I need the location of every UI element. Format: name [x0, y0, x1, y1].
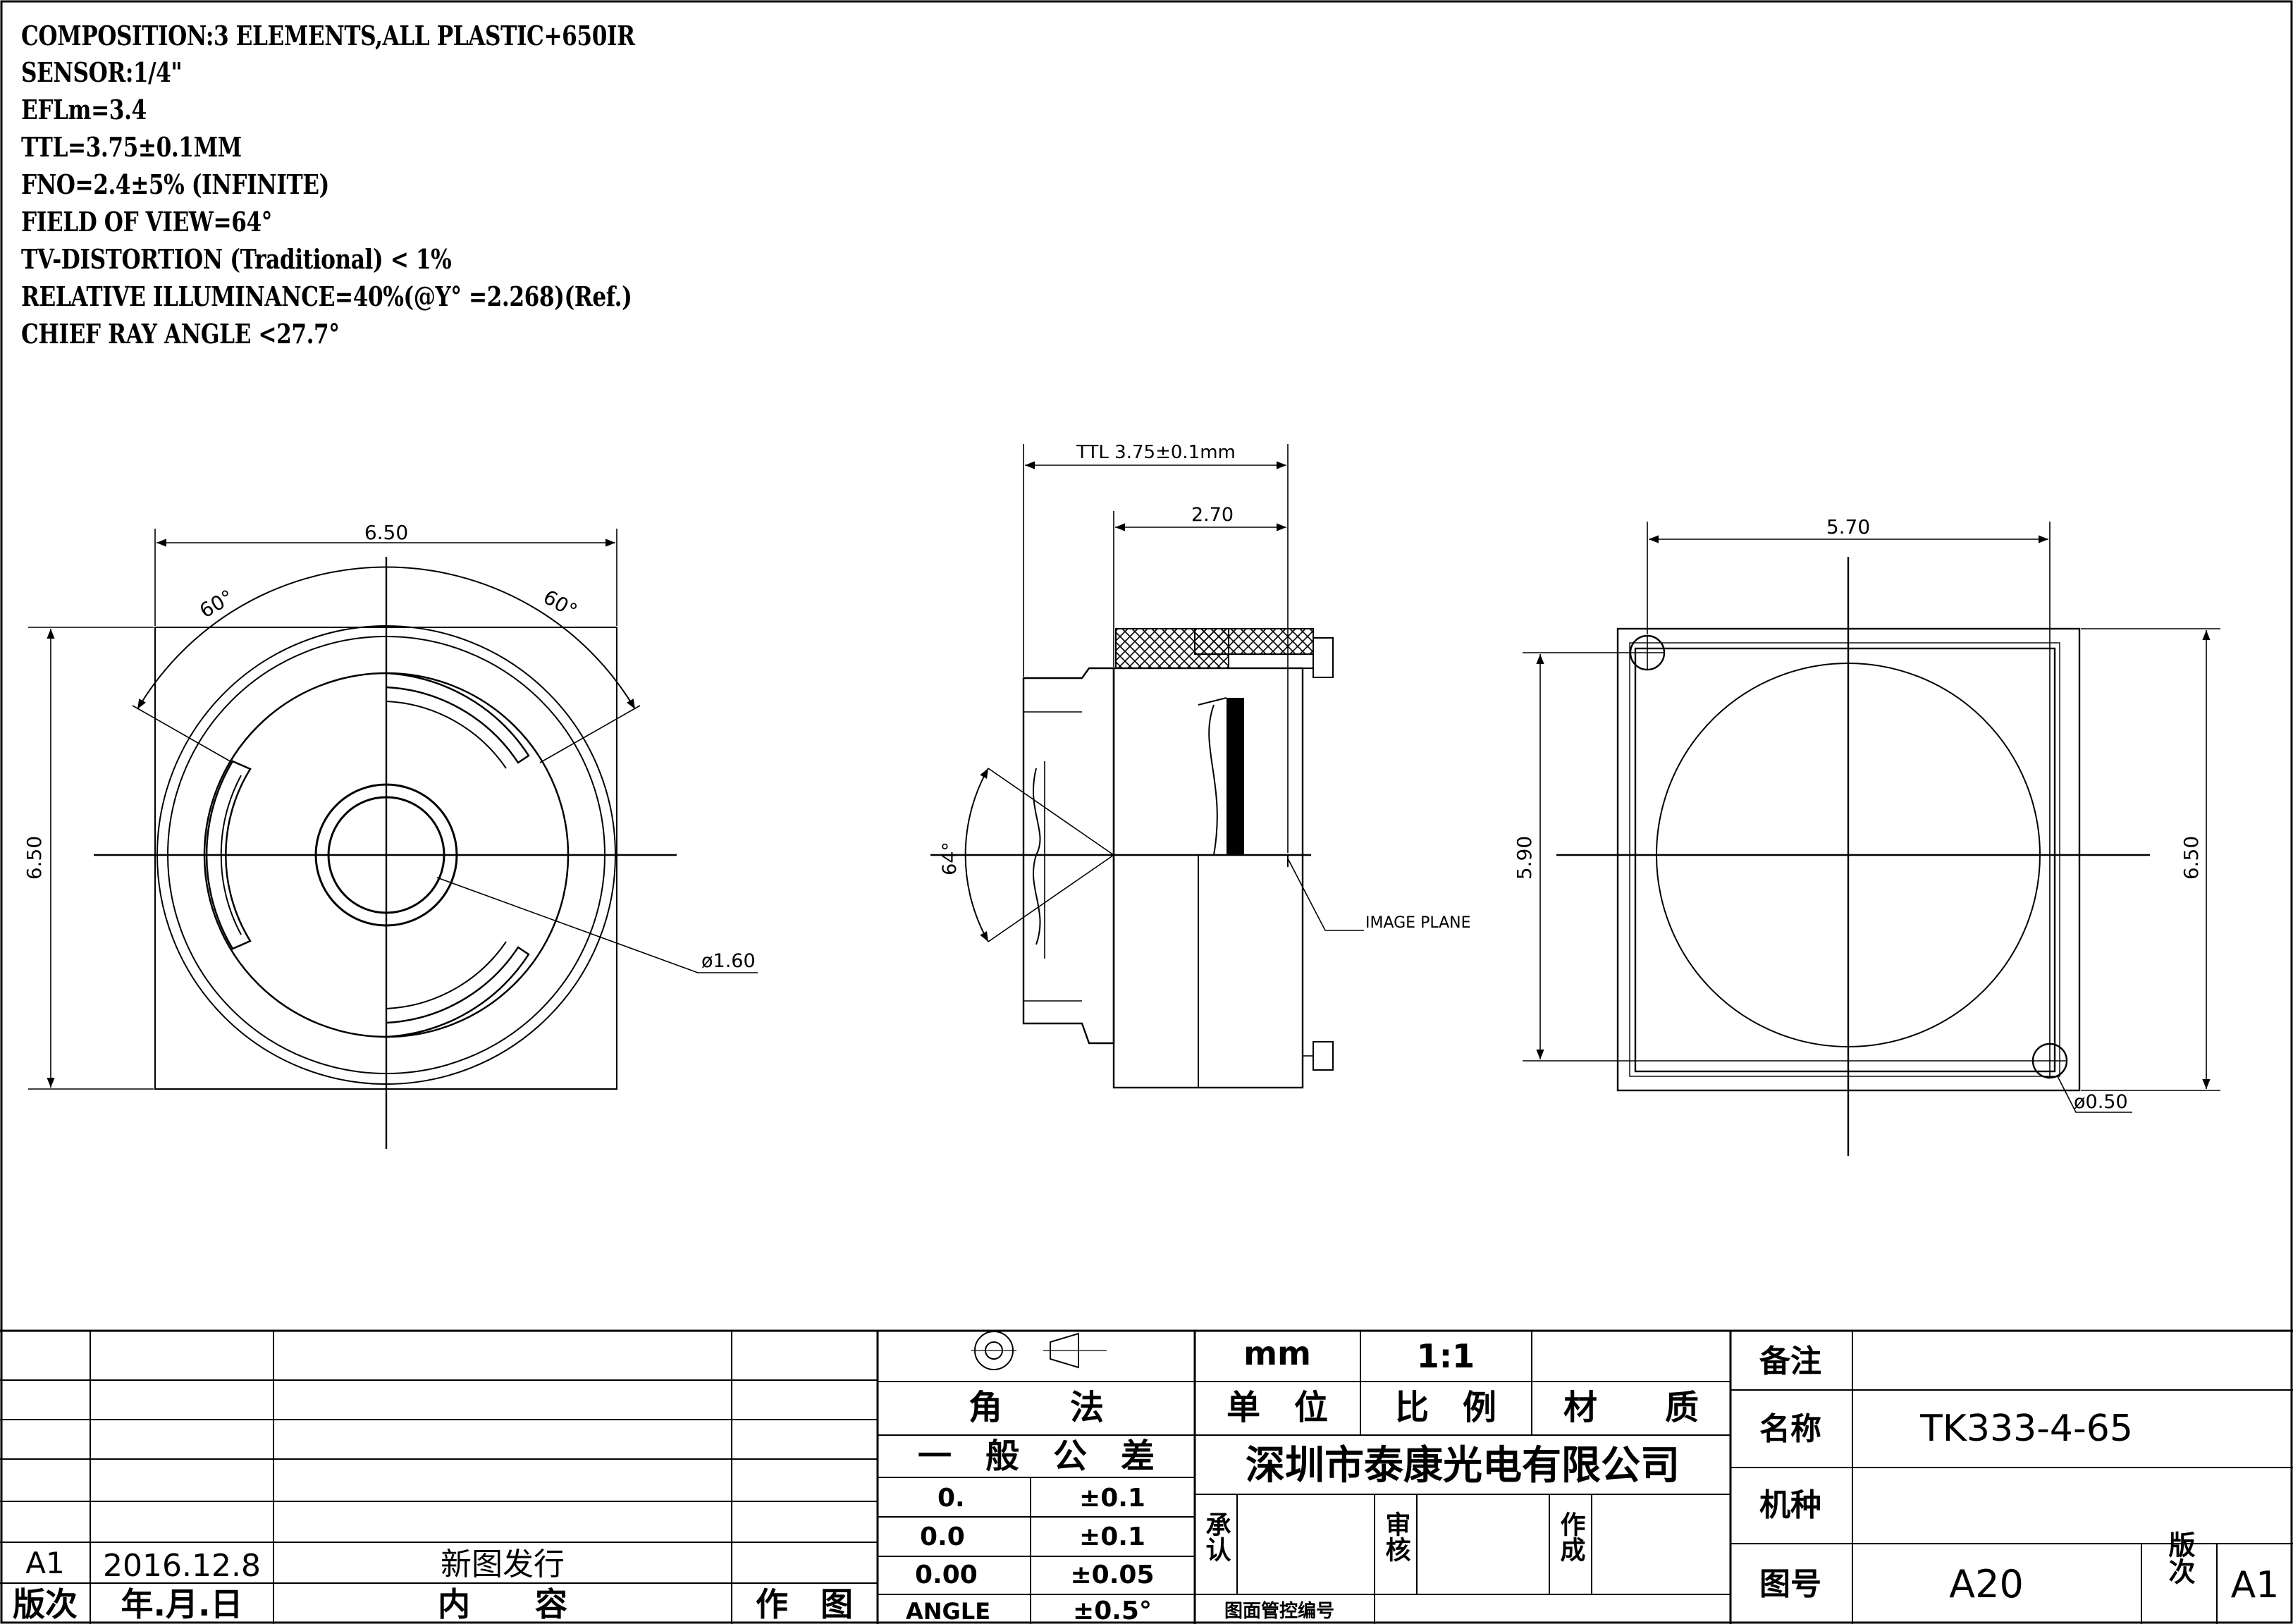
spec-distortion: TV-DISTORTION (Traditional) < 1% — [21, 243, 452, 275]
back-height-dim-left: 5.90 — [1513, 836, 1536, 880]
drawing-number-value: A20 — [1949, 1562, 2024, 1606]
rev-header-date: 年.月.日 — [121, 1585, 243, 1623]
tolerance-spec-4: ANGLE — [906, 1598, 990, 1624]
front-width-dim: 6.50 — [364, 521, 408, 544]
model-label: 机种 — [1759, 1487, 1821, 1523]
scale-value: 1:1 — [1417, 1337, 1475, 1375]
side-ir-filter — [1227, 698, 1244, 855]
side-depth-dim: 2.70 — [1191, 504, 1234, 526]
front-angle-right: 60° — [539, 585, 581, 622]
spec-fov: FIELD OF VIEW=64° — [21, 206, 272, 238]
side-hatch-right — [1194, 628, 1314, 655]
side-ttl-dim: TTL 3.75±0.1mm — [1076, 442, 1236, 463]
side-image-plane-leader — [1287, 858, 1364, 931]
front-groove-left — [205, 760, 252, 950]
back-inner-square — [1634, 647, 2056, 1073]
front-bore-dim: ø1.60 — [701, 950, 756, 972]
front-angle-ext-left — [132, 705, 233, 763]
company-name: 深圳市泰康光电有限公司 — [1246, 1443, 1680, 1489]
front-groove-bottom-right-inner — [386, 941, 507, 1009]
rev-header-author: 作 图 — [756, 1585, 853, 1623]
front-barrel-outer — [156, 625, 616, 1085]
rev-header-rev: 版次 — [13, 1585, 78, 1623]
spec-illuminance: RELATIVE ILLUMINANCE=40%(@Y° =2.268)(Ref… — [21, 281, 632, 312]
rev-row-rev: A1 — [25, 1546, 64, 1580]
remark-label: 备注 — [1759, 1343, 1821, 1379]
unit-label: 单 位 — [1227, 1388, 1328, 1427]
title-block-text: A1 2016.12.8 新图发行 版次 年.月.日 内 容 作 图 角 法 一… — [13, 1334, 2279, 1624]
side-image-plane-label: IMAGE PLANE — [1365, 914, 1471, 932]
approve-label: 承认 — [1202, 1511, 1231, 1562]
projection-cone-icon — [1050, 1332, 1079, 1369]
back-pin-leader — [2056, 1074, 2132, 1113]
front-view — [28, 529, 758, 1149]
back-rim-square — [1629, 642, 2060, 1077]
unit-value: mm — [1243, 1334, 1311, 1372]
side-fov-ray-top — [988, 768, 1114, 856]
spec-efl: EFLm=3.4 — [21, 94, 147, 125]
spec-fno: FNO=2.4±5% (INFINITE) — [21, 168, 329, 200]
rev-header-content: 内 容 — [438, 1585, 567, 1623]
tolerance-spec-1: 0. — [938, 1484, 965, 1513]
side-view — [930, 444, 1364, 1089]
control-number-label: 图面管控编号 — [1224, 1600, 1334, 1622]
tolerance-title: 一 般 公 差 — [918, 1437, 1155, 1476]
side-fov-angle: 64° — [939, 842, 961, 875]
front-groove-left-inner — [220, 775, 242, 935]
name-value: TK333-4-65 — [1919, 1408, 2133, 1450]
tolerance-spec-2: 0.0 — [920, 1522, 965, 1551]
tolerance-value-3: ±0.05 — [1071, 1561, 1155, 1589]
front-bore-inner — [327, 796, 445, 914]
front-angle-left: 60° — [196, 585, 238, 622]
side-pin-top — [1313, 637, 1334, 678]
side-fov-arc — [964, 768, 989, 942]
tolerance-value-4: ±0.5° — [1073, 1597, 1152, 1624]
front-bore-leader — [436, 877, 758, 973]
side-filter-break-line — [1208, 704, 1218, 856]
version-value: A1 — [2231, 1564, 2280, 1606]
tolerance-spec-3: 0.00 — [915, 1561, 978, 1589]
front-bore-outer — [314, 783, 458, 927]
front-barrel-rim — [167, 636, 605, 1074]
made-label: 作成 — [1556, 1511, 1586, 1563]
front-groove-bottom-right — [386, 946, 530, 1038]
front-groove-top-right — [386, 672, 530, 764]
material-label: 材 质 — [1563, 1388, 1699, 1427]
title-block — [0, 1329, 2293, 1624]
back-view — [1523, 522, 2220, 1156]
front-height-dim: 6.50 — [23, 836, 46, 880]
back-width-dim: 5.70 — [1826, 515, 1870, 539]
side-lens-curve — [1033, 768, 1041, 945]
tolerance-value-2: ±0.1 — [1079, 1522, 1145, 1551]
back-height-dim-right: 6.50 — [2180, 836, 2203, 880]
tolerance-value-1: ±0.1 — [1079, 1484, 1145, 1513]
side-fov-ray-bottom — [988, 854, 1114, 942]
spec-ttl: TTL=3.75±0.1MM — [21, 131, 242, 163]
rev-row-content: 新图发行 — [441, 1546, 565, 1582]
spec-composition: COMPOSITION:3 ELEMENTS,ALL PLASTIC+650IR — [21, 20, 635, 51]
version-label: 版次 — [2164, 1531, 2195, 1585]
side-filter-top-edge — [1198, 697, 1227, 706]
spec-cra: CHIEF RAY ANGLE <27.7° — [21, 318, 340, 350]
name-label: 名称 — [1759, 1411, 1821, 1447]
back-pin-dim: ø0.50 — [2074, 1091, 2128, 1113]
spec-sensor: SENSOR:1/4" — [21, 56, 183, 88]
rev-row-date: 2016.12.8 — [103, 1548, 261, 1584]
drawing-number-label: 图号 — [1759, 1566, 1821, 1602]
scale-label: 比 例 — [1395, 1388, 1496, 1427]
review-label: 审核 — [1382, 1511, 1411, 1562]
front-angle-arc — [137, 566, 636, 710]
side-holder-body — [1112, 667, 1304, 1089]
front-angle-ext-right — [539, 705, 641, 763]
side-flange-lip — [1228, 653, 1314, 669]
projection-label: 角 法 — [969, 1388, 1104, 1427]
side-pin-bottom — [1313, 1041, 1334, 1071]
